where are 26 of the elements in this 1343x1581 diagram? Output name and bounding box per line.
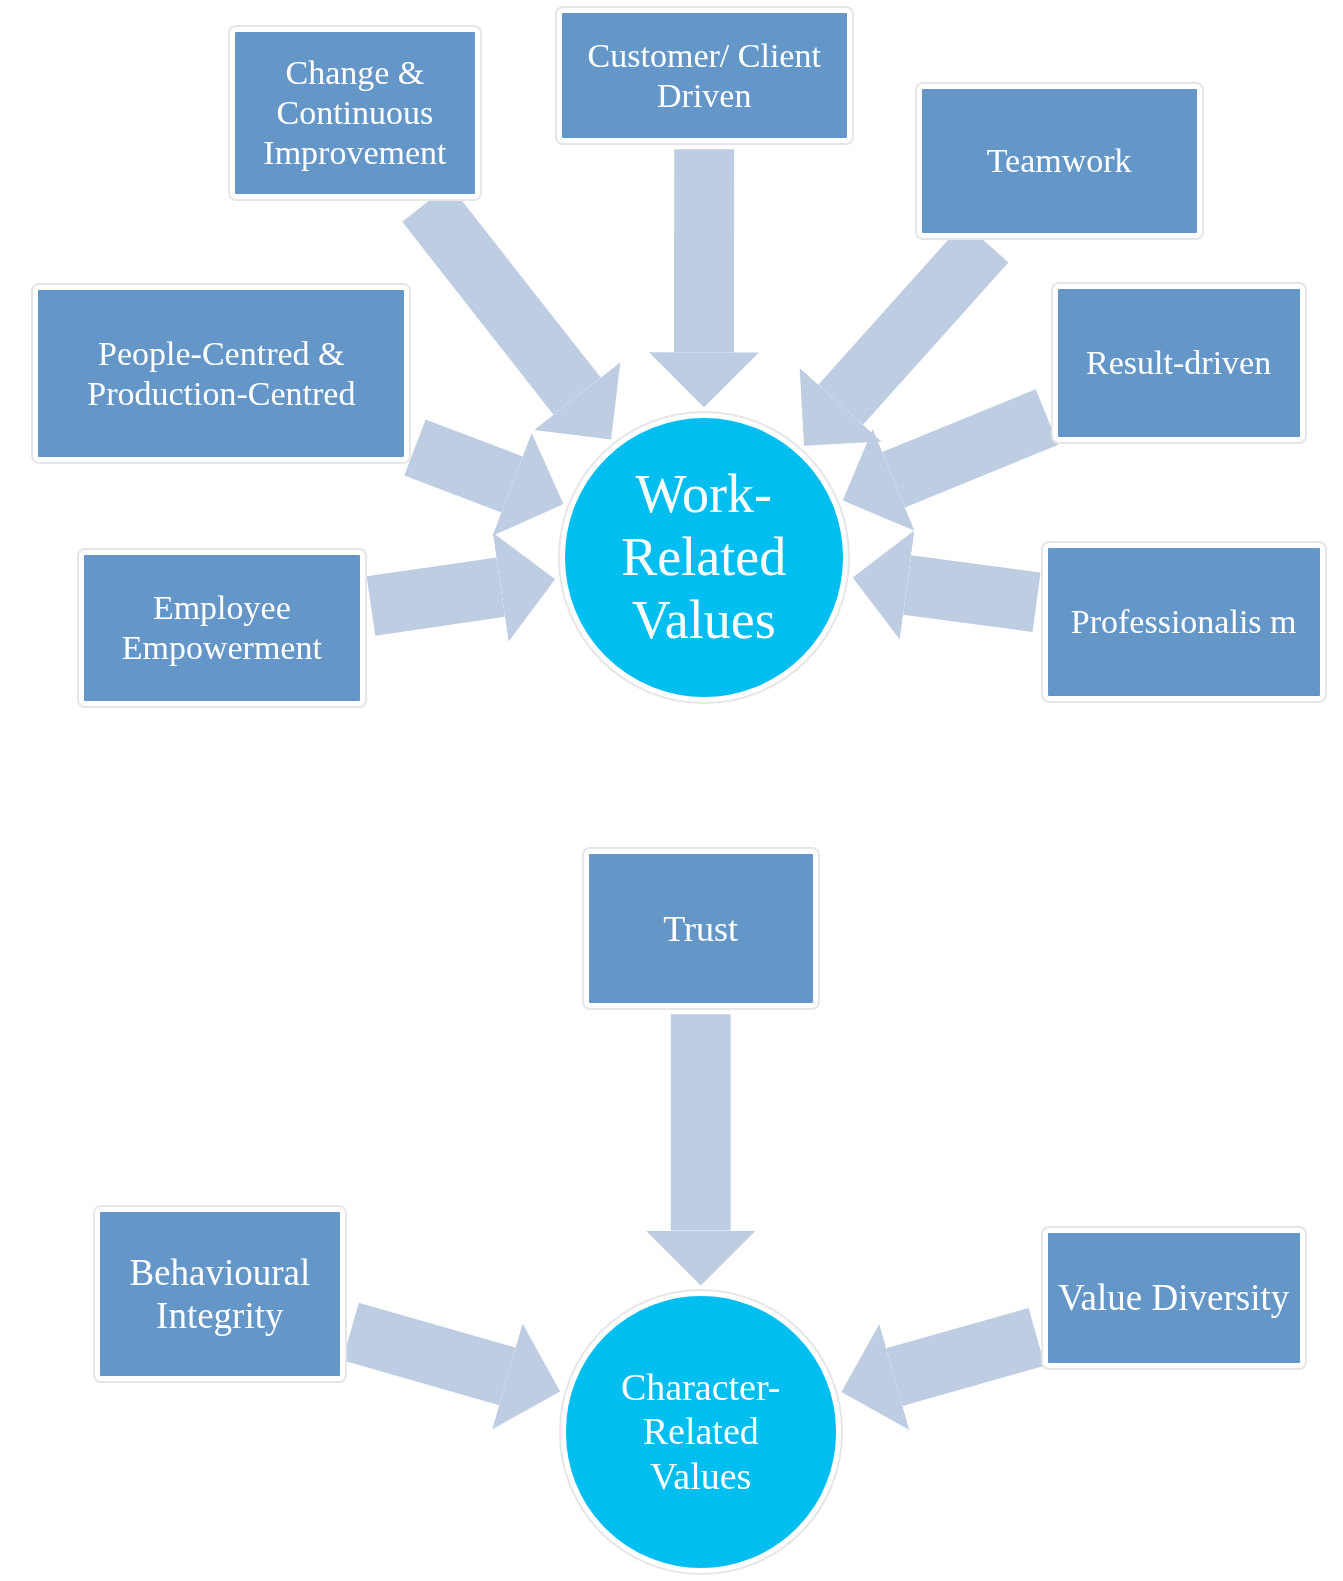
block-arrow bbox=[841, 1307, 1045, 1430]
block-arrow bbox=[649, 149, 759, 408]
box-label: Employee Empowerment bbox=[120, 587, 323, 668]
circle-title: Work-Related Values bbox=[620, 462, 788, 653]
block-arrow bbox=[645, 1014, 756, 1286]
circle-title: Character-Related Values bbox=[619, 1365, 782, 1499]
box-label: Value Diversity bbox=[1058, 1276, 1290, 1320]
value-box bbox=[78, 549, 365, 706]
value-box bbox=[916, 83, 1202, 238]
value-box bbox=[583, 848, 818, 1009]
box-label: Result-driven bbox=[1086, 343, 1272, 383]
box-label: Teamwork bbox=[986, 140, 1132, 181]
value-box bbox=[229, 27, 480, 199]
block-arrow bbox=[366, 532, 556, 642]
value-box bbox=[1052, 284, 1305, 442]
value-box bbox=[33, 285, 410, 462]
value-box bbox=[94, 1206, 345, 1382]
box-label: Customer/ Client Driven bbox=[586, 35, 822, 116]
box-label: Professionalis m bbox=[1070, 602, 1297, 642]
value-box bbox=[556, 8, 852, 144]
box-label: Trust bbox=[663, 907, 739, 950]
value-box bbox=[1042, 543, 1325, 701]
box-label: People-Centred & Production-Centred bbox=[86, 333, 357, 414]
box-label: Change & Continuous Improvement bbox=[262, 53, 448, 173]
value-box bbox=[1042, 1228, 1305, 1369]
box-label: Behavioural Integrity bbox=[128, 1250, 312, 1338]
